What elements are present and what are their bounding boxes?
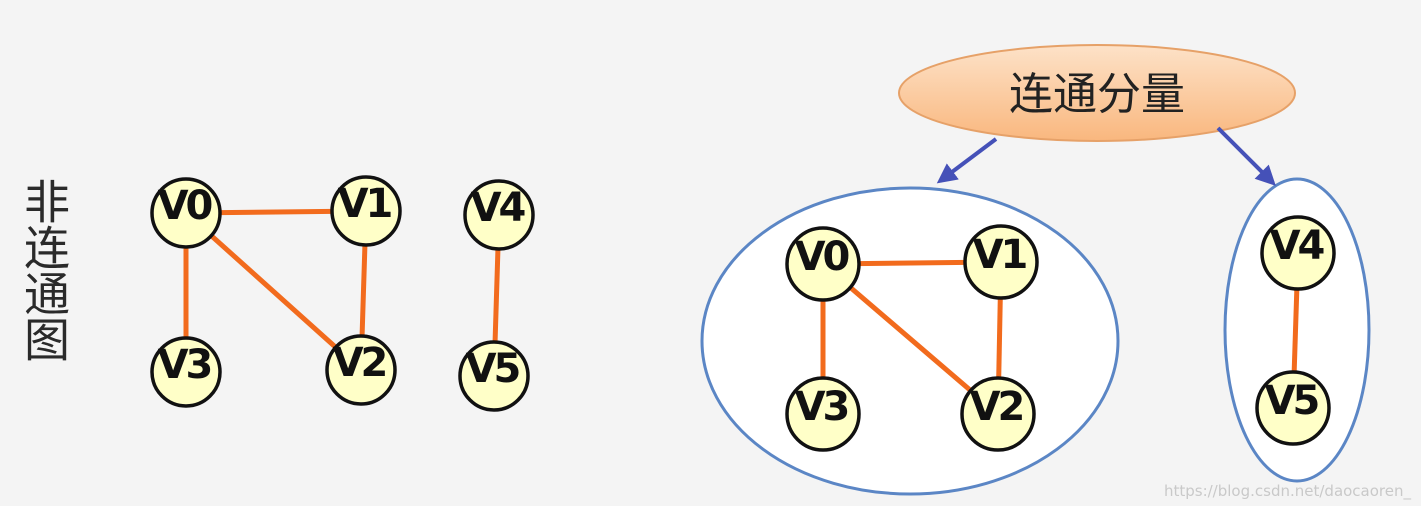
component-1-node-v3: V3	[785, 376, 861, 452]
node-circle	[325, 334, 397, 406]
node-circle	[330, 175, 402, 247]
node-label: V0	[795, 234, 849, 280]
node-label: V3	[158, 342, 211, 388]
left-graph-node-v3: V3	[150, 336, 222, 408]
node-circle	[150, 177, 222, 249]
component-2-node-v5: V5	[1255, 370, 1331, 446]
node-circle	[458, 340, 530, 412]
left-graph-edge-v0-v2	[184, 211, 363, 372]
node-label: V1	[338, 181, 392, 227]
component-1-node-v1: V1	[963, 224, 1039, 300]
node-label: V5	[466, 346, 520, 392]
callout-bubble	[898, 44, 1296, 142]
left-graph-node-v4: V4	[463, 179, 535, 251]
component-1-node-v0: V0	[785, 226, 861, 302]
node-label: V4	[471, 185, 525, 231]
node-label: V3	[795, 384, 848, 430]
node-circle	[150, 336, 222, 408]
node-circle	[785, 226, 861, 302]
left-graph-node-v0: V0	[150, 177, 222, 249]
node-circle	[785, 376, 861, 452]
node-circle	[963, 224, 1039, 300]
callout-label: 连通分量	[1009, 69, 1185, 120]
watermark: https://blog.csdn.net/daocaoren_	[1163, 482, 1411, 500]
left-graph-node-v1: V1	[330, 175, 402, 247]
arrow-to-component-1	[936, 137, 998, 184]
node-label: V2	[970, 384, 1023, 430]
node-circle	[960, 376, 1036, 452]
non-connected-graph-title: 非连通图	[17, 178, 71, 362]
node-label: V4	[1270, 223, 1324, 269]
left-graph-node-v2: V2	[325, 334, 397, 406]
node-circle	[1260, 215, 1336, 291]
left-graph-node-v5: V5	[458, 340, 530, 412]
arrow-to-component-2	[1216, 126, 1276, 186]
node-circle	[463, 179, 535, 251]
node-label: V5	[1265, 378, 1319, 424]
node-circle	[1255, 370, 1331, 446]
component-1-node-v2: V2	[960, 376, 1036, 452]
node-label: V0	[158, 183, 212, 229]
node-label: V1	[973, 232, 1027, 278]
node-label: V2	[333, 340, 386, 386]
component-2-node-v4: V4	[1260, 215, 1336, 291]
component-1-edge-v0-v2	[821, 262, 1000, 416]
